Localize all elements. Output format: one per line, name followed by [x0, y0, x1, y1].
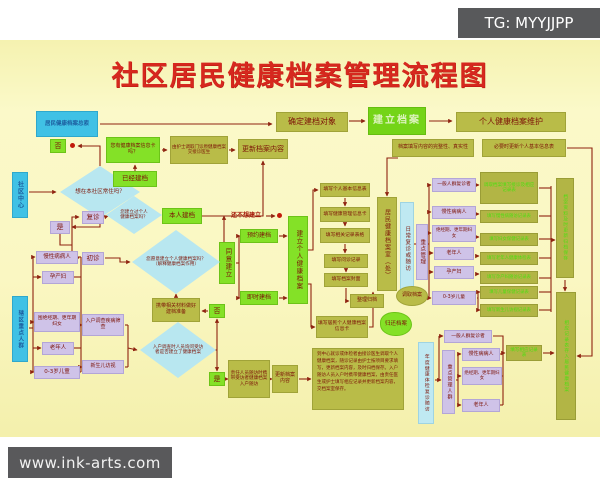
form-box7: 填写新生儿访视记录表	[480, 304, 538, 317]
chronic-box3: 慢性病病人	[462, 348, 500, 361]
return-visit-box: 复诊	[82, 211, 104, 224]
fill-cover-box: 填写档案封面	[324, 273, 368, 287]
archive-index-box: 居民健康档案总索	[36, 111, 98, 137]
peri-box2: 绝经期、更年期妇女	[432, 225, 476, 242]
pregnant-box1: 孕产妇	[42, 271, 74, 284]
card-question-box: 您有健康档案信息卡吗？	[106, 137, 160, 163]
peri-box3: 绝经期、更年期妇女	[462, 367, 502, 385]
archive-room-vbox: 居民健康档案室（处）	[377, 197, 397, 291]
first-visit-box: 初诊	[82, 252, 104, 265]
child-box1: 0-3岁儿童	[34, 366, 80, 379]
form-box6: 填写儿童保健记录表	[480, 286, 538, 299]
end-dot2	[277, 213, 282, 218]
yes-box2: 是	[209, 372, 225, 386]
integrity-box: 档案填写内容的完整性、真实性	[392, 139, 474, 157]
form-box2: 填写慢性病随访记录表	[480, 210, 538, 223]
keymgmt-vbox: 重点管理	[416, 224, 428, 280]
update-basicinfo-box: 必要时更新个人基本信息表	[482, 139, 566, 157]
return-balloon: 归还档案	[380, 312, 412, 336]
chronic-box1: 慢性病病人	[36, 251, 78, 264]
built-box: 已经建档	[113, 171, 157, 187]
fill-mgmtcard-box: 填写健康管理信息卡	[320, 207, 370, 222]
agree-vbox: 同意建立	[219, 242, 235, 284]
fill-inquiry-box: 填写问诊记录	[324, 254, 368, 268]
retrieve-balloon: 调取档案	[396, 286, 428, 306]
visit-record-box: 责任人员随访时携带受访者健康档案入户随访	[228, 360, 270, 398]
household-survey-box: 入户调查疾病筛查	[82, 314, 124, 336]
center-dept-vbox: 社区中心	[12, 172, 28, 218]
page-title: 社区居民健康档案管理流程图	[111, 61, 489, 92]
fill-form-box: 填写相应记录表	[506, 345, 542, 361]
instant-box: 即时建档	[240, 291, 278, 305]
elder-box1: 老年人	[42, 342, 74, 355]
archive-save-vbox1: 档案资料及时更新归档保存	[556, 178, 574, 278]
elder-box2: 老年人	[434, 247, 474, 260]
yes-box1: 是	[50, 221, 70, 234]
fill-basicinfo-box: 填写个人基本信息表	[320, 183, 370, 197]
watermark-telegram-badge: TG: MYYJJPP	[458, 8, 600, 38]
create-archive-box: 建立档案	[368, 107, 426, 135]
fill-records-box: 填写相关记录表格	[320, 228, 370, 243]
chronic-box2: 慢性病病人	[432, 206, 476, 219]
daily-visit-vbox: 日常复诊或随访	[400, 202, 414, 296]
general-box2: 一般人群复诊者	[444, 330, 492, 343]
elder-box3: 老年人	[462, 399, 500, 412]
establish-vbox: 建立个人健康档案	[288, 216, 308, 304]
archive-save-vbox2: 相应记录表存入居民健康档案	[556, 292, 576, 420]
determine-target-box: 确定建档对象	[276, 112, 348, 132]
fill-residentcard-box: 填写居民个人健康档案信息卡	[316, 316, 368, 338]
peri-box1: 围绝经期、更年期妇女	[34, 312, 80, 332]
form-box5: 填写孕产妇随访记录表	[480, 271, 538, 284]
bring-material-box: 携带相关材料做好建档准备	[152, 298, 200, 322]
end-dot1	[70, 143, 75, 148]
no-box2: 否	[209, 304, 225, 318]
update-content-box1: 更新档案内容	[238, 139, 288, 159]
archive-sort-box: 整理归档	[350, 294, 384, 308]
note-paragraph: 到中心就诊或体检者由接诊医生调取个人健康档案，随诊记录由护士按项目要求填写，更新…	[312, 348, 404, 410]
notwant-text: 还不想建立	[230, 212, 261, 220]
child-box2: 0-3岁儿童	[432, 291, 476, 305]
form-box1: 调取档案填写接诊及相应记录表	[480, 172, 538, 204]
no-box1: 否	[50, 139, 66, 153]
general-box1: 一般人群复诊者	[432, 178, 476, 192]
watermark-website-badge: www.ink-arts.com	[8, 447, 172, 478]
nurse-retrieve-box: 由护士调取门诊原健康档案交接诊医生	[170, 136, 228, 164]
keygroup2-vbox: 重点管理人群	[442, 350, 455, 414]
form-box3: 填写妇女保健记录表	[480, 233, 538, 246]
update-content-box2: 更新档案内容	[272, 365, 298, 393]
self-build-box: 本人建档	[162, 208, 202, 224]
newborn-visit-box: 新生儿访视	[82, 360, 124, 374]
keygroup-vbox: 辖区重点人群	[12, 296, 28, 362]
annual-exam-vbox: 年度健康体检复诊随访	[418, 342, 434, 424]
form-box4: 填写老年人健康体检表	[480, 252, 538, 265]
pregnant-box2: 孕产妇	[434, 266, 474, 279]
archive-maintain-box: 个人健康档案维护	[456, 112, 566, 132]
appointment-box: 预约建档	[240, 229, 278, 243]
